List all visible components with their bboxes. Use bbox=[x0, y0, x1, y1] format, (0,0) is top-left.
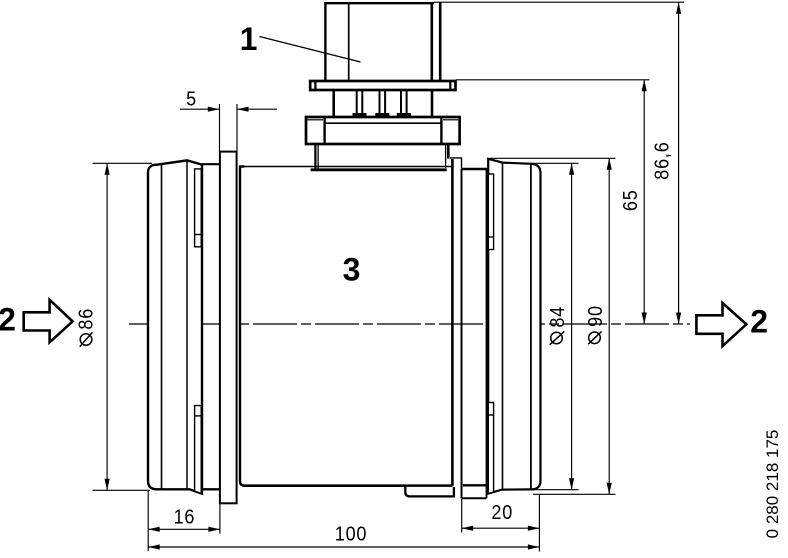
svg-text:65: 65 bbox=[620, 189, 642, 211]
svg-text:2: 2 bbox=[0, 302, 16, 338]
svg-text:90: 90 bbox=[585, 305, 607, 327]
svg-text:16: 16 bbox=[174, 507, 196, 529]
svg-text:86,6: 86,6 bbox=[652, 141, 674, 179]
svg-text:20: 20 bbox=[491, 502, 513, 524]
svg-text:86: 86 bbox=[76, 308, 98, 330]
svg-text:100: 100 bbox=[335, 524, 367, 546]
svg-text:84: 84 bbox=[547, 306, 569, 328]
svg-text:5: 5 bbox=[186, 88, 197, 110]
svg-text:3: 3 bbox=[343, 251, 361, 287]
svg-text:0 280 218 175: 0 280 218 175 bbox=[763, 430, 782, 539]
svg-text:1: 1 bbox=[240, 21, 258, 57]
svg-text:2: 2 bbox=[750, 304, 768, 340]
